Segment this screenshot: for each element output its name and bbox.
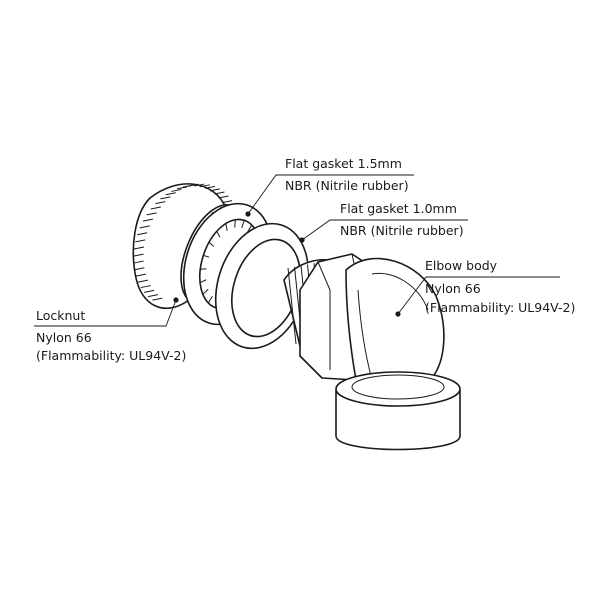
label-gasket-1-5mm-title: Flat gasket 1.5mm <box>285 156 402 171</box>
label-gasket-1-0mm-title: Flat gasket 1.0mm <box>340 201 457 216</box>
label-gasket-1-5mm-material: NBR (Nitrile rubber) <box>285 178 409 193</box>
drawing-stroke <box>235 220 236 228</box>
label-gasket-1-0mm-material: NBR (Nitrile rubber) <box>340 223 464 238</box>
label-elbow-title: Elbow body <box>425 258 498 273</box>
label-elbow-rating: (Flammability: UL94V-2) <box>425 300 575 315</box>
label-elbow-material: Nylon 66 <box>425 281 481 296</box>
label-locknut-rating: (Flammability: UL94V-2) <box>36 348 186 363</box>
drawing-stroke <box>200 269 206 270</box>
label-locknut-material: Nylon 66 <box>36 330 92 345</box>
label-locknut-title: Locknut <box>36 308 85 323</box>
